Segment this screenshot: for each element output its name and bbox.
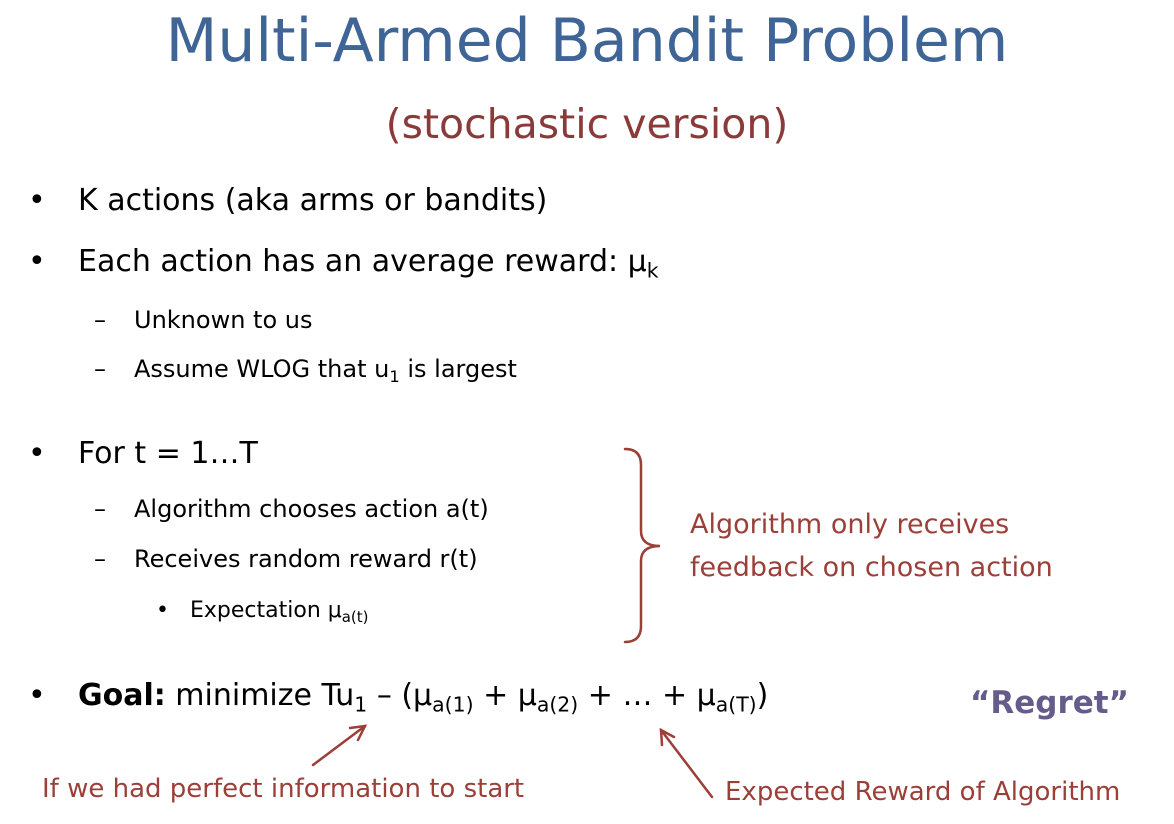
bullet-for-t: For t = 1…T xyxy=(78,436,258,471)
goal-text-1: minimize Tu xyxy=(165,678,355,713)
expectation-subscript: a(t) xyxy=(341,607,369,626)
slide-subtitle: (stochastic version) xyxy=(385,100,789,148)
arrow-to-algorithm-reward xyxy=(659,727,714,799)
side-note-line2: feedback on chosen action xyxy=(690,552,1053,583)
sub-bullet-receives: Receives random reward r(t) xyxy=(134,545,478,573)
bullet-marker: • xyxy=(28,183,46,218)
goal-text-5: ) xyxy=(756,678,769,713)
assume-text: Assume WLOG that u xyxy=(134,355,390,383)
annotation-perfect-information: If we had perfect information to start xyxy=(42,774,525,804)
side-note-line1: Algorithm only receives xyxy=(690,509,1010,540)
goal-label: Goal: xyxy=(78,678,166,713)
goal-text-2: – (μ xyxy=(367,678,433,713)
small-bullet-marker: • xyxy=(156,598,169,623)
bullet-actions: K actions (aka arms or bandits) xyxy=(78,183,548,218)
expectation-text: Expectation μ xyxy=(190,598,342,623)
sub-sub-bullet-expectation: Expectation μa(t) xyxy=(190,598,369,626)
bullet-marker: • xyxy=(28,244,46,279)
goal-sub-1: 1 xyxy=(354,692,368,717)
side-note: Algorithm only receives feedback on chos… xyxy=(690,503,1053,589)
sub-bullet-chooses: Algorithm chooses action a(t) xyxy=(134,495,489,523)
bullet-marker: • xyxy=(28,436,46,471)
regret-label: “Regret” xyxy=(970,685,1129,721)
average-reward-text: Each action has an average reward: μ xyxy=(78,244,647,279)
sub-bullet-unknown: Unknown to us xyxy=(134,306,313,334)
goal-sub-4: a(T) xyxy=(715,692,757,717)
right-brace xyxy=(623,447,661,644)
assume-subscript: 1 xyxy=(389,367,400,387)
slide-title: Multi-Armed Bandit Problem xyxy=(165,6,1009,76)
assume-tail: is largest xyxy=(399,355,517,383)
goal-sub-2: a(1) xyxy=(432,692,474,717)
goal-text-3: + μ xyxy=(473,678,537,713)
dash-marker: – xyxy=(94,545,106,573)
sub-bullet-assume: Assume WLOG that u1 is largest xyxy=(134,355,517,387)
dash-marker: – xyxy=(94,495,106,523)
bullet-marker: • xyxy=(28,678,46,713)
dash-marker: – xyxy=(94,306,106,334)
goal-text-4: + … + μ xyxy=(578,678,716,713)
arrow-to-tu1 xyxy=(311,724,368,767)
goal-formula: Goal: minimize Tu1 – (μa(1) + μa(2) + … … xyxy=(78,678,769,715)
goal-sub-3: a(2) xyxy=(536,692,579,717)
dash-marker: – xyxy=(94,355,106,383)
average-reward-subscript: k xyxy=(646,258,659,283)
bullet-average-reward: Each action has an average reward: μk xyxy=(78,244,659,281)
annotation-expected-reward: Expected Reward of Algorithm xyxy=(725,777,1121,807)
